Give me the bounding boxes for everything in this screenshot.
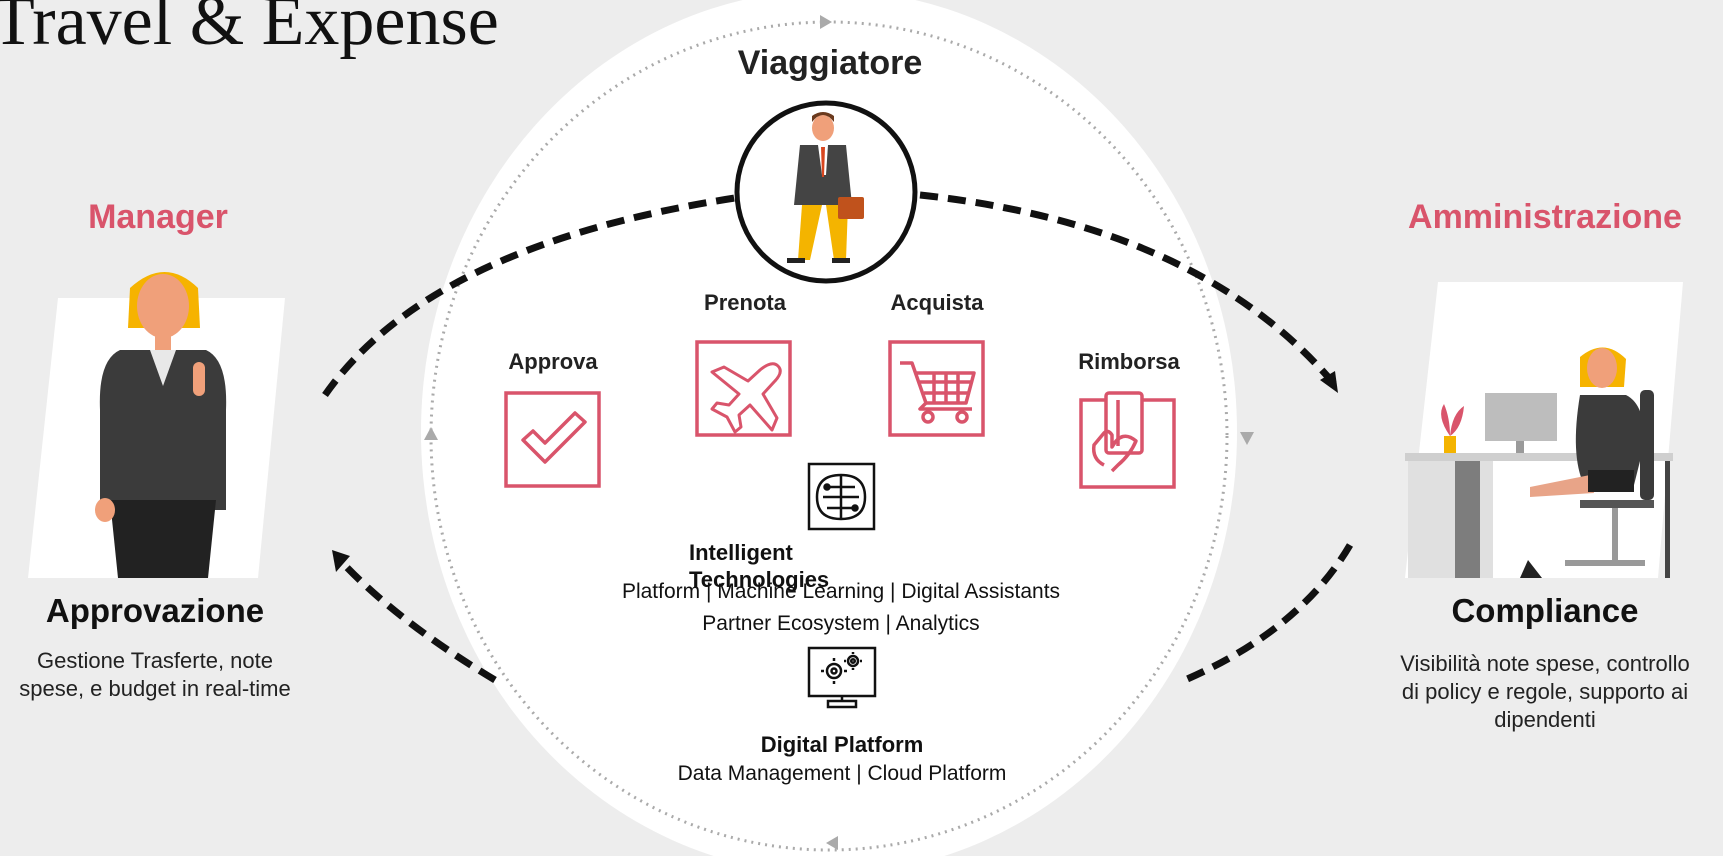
- check-icon: [521, 411, 587, 464]
- digital-platform-line: Data Management | Cloud Platform: [677, 762, 1007, 785]
- step-label-approva: Approva: [508, 349, 598, 374]
- monitor-gears-icon: [807, 646, 877, 709]
- manager-role-label: Manager: [88, 198, 228, 236]
- shopping-cart-icon: [900, 361, 976, 424]
- brain-circuit-icon: [807, 462, 876, 531]
- administration-description: Visibilità note spese, controllo di poli…: [1370, 650, 1720, 734]
- rimborsa-box: [1079, 391, 1176, 489]
- manager-illustration: [95, 272, 227, 578]
- page-title: Travel & Expense: [0, 0, 499, 60]
- flow-arrow-admin-lower: [1183, 543, 1354, 684]
- step-label-rimborsa: Rimborsa: [1078, 349, 1180, 374]
- digital-platform-title: Digital Platform: [760, 732, 924, 757]
- traveler-label: Viaggiatore: [737, 44, 923, 82]
- administration-description-line-2: di policy e regole, supporto ai: [1401, 679, 1689, 704]
- ring-arrow-bottom: [826, 836, 838, 850]
- intelligent-technologies-line-2: Partner Ecosystem | Analytics: [702, 612, 980, 635]
- hand-card-icon: [1091, 391, 1144, 473]
- administration-description-line-1: Visibilità note spese, controllo: [1400, 651, 1690, 676]
- approva-box: [504, 391, 601, 488]
- administration-description-line-3: dipendenti: [1494, 707, 1596, 732]
- flow-arrow-manager-to-traveler: [322, 194, 736, 398]
- administration-heading: Compliance: [1451, 592, 1639, 629]
- manager-description: Gestione Trasferte, note spese, e budget…: [0, 647, 320, 703]
- manager-heading: Approvazione: [45, 592, 265, 629]
- flow-arrow-to-manager: [335, 555, 497, 684]
- manager-description-line-1: Gestione Trasferte, note: [36, 648, 274, 673]
- ring-arrow-right: [1240, 432, 1254, 445]
- intelligent-technologies-line-1: Platform | Machine Learning | Digital As…: [621, 580, 1061, 603]
- manager-description-line-2: spese, e budget in real-time: [19, 676, 291, 701]
- administration-illustration: [1405, 347, 1673, 578]
- flow-arrow-traveler-to-admin: [919, 191, 1338, 388]
- traveler-illustration: [787, 112, 864, 263]
- prenota-box: [695, 340, 792, 437]
- administration-role-label: Amministrazione: [1408, 198, 1682, 236]
- step-label-acquista: Acquista: [890, 290, 984, 315]
- ring-arrow-top: [820, 15, 832, 29]
- airplane-icon: [710, 362, 782, 434]
- ring-arrow-left: [424, 427, 438, 440]
- step-label-prenota: Prenota: [704, 290, 786, 315]
- acquista-box: [888, 340, 985, 437]
